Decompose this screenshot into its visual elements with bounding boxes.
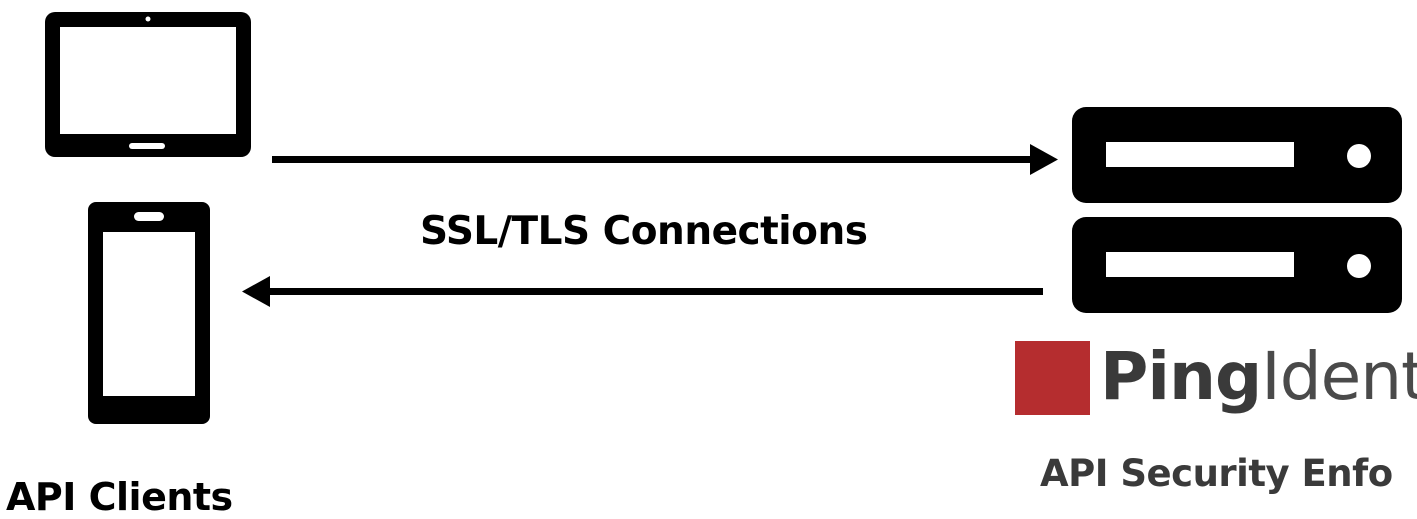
arrow-right-icon <box>272 144 1058 175</box>
server-rack-icon <box>1072 107 1402 313</box>
arrow-left-icon <box>242 276 1043 307</box>
logo-word-light: Identi <box>1261 338 1417 415</box>
clients-label: API Clients <box>6 475 233 519</box>
server-drive-slot-bottom <box>1106 252 1294 277</box>
logo-word-bold: Ping <box>1100 338 1262 415</box>
logo-mark <box>1015 341 1090 415</box>
tablet-icon <box>45 12 251 157</box>
enforcement-label: API Security Enfo <box>1040 452 1393 495</box>
smartphone-icon <box>88 202 210 424</box>
server-drive-slot-top <box>1106 142 1294 167</box>
server-led-bottom <box>1347 254 1371 278</box>
server-led-top <box>1347 144 1371 168</box>
logo-wordmark: PingIdenti <box>1100 344 1417 410</box>
connection-label: SSL/TLS Connections <box>420 209 868 254</box>
